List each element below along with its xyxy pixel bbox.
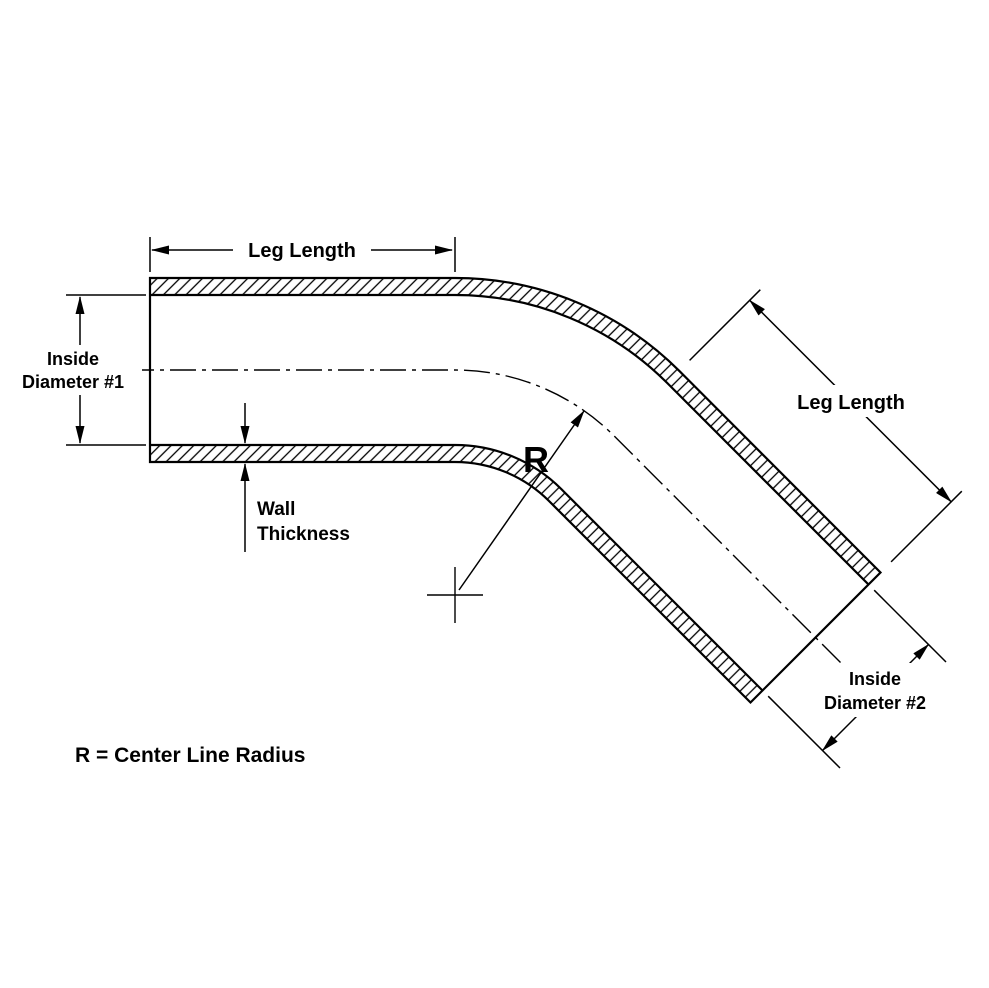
- tube-outline: [148, 276, 883, 705]
- callout-centerline-radius: R: [427, 410, 585, 623]
- legend-text: R = Center Line Radius: [75, 744, 305, 767]
- extension-line: [767, 695, 841, 769]
- tube-centerline: [128, 369, 848, 670]
- wall-thickness-label-line2: Thickness: [257, 524, 350, 545]
- label-mask: [6, 345, 142, 395]
- label-mask: [794, 663, 956, 717]
- wall-thickness-label-line1: Wall: [257, 499, 295, 520]
- extension-line: [890, 490, 963, 563]
- inside-diameter-1-label-line2: Diameter #1: [22, 372, 124, 392]
- dimension-leg-length-top: Leg Length: [149, 235, 456, 272]
- label-mask: [233, 235, 371, 265]
- leg-length-right-label: Leg Length: [797, 392, 905, 414]
- extension-line: [689, 289, 761, 361]
- inside-diameter-1-label-line1: Inside: [47, 349, 99, 369]
- dimension-inside-diameter-1: Inside Diameter #1: [6, 294, 146, 446]
- radius-leader-arrow: [458, 410, 585, 591]
- inside-diameter-2-label-line2: Diameter #2: [824, 693, 926, 713]
- label-mask: [786, 385, 916, 417]
- radius-symbol-label: R: [523, 439, 549, 480]
- dimension-inside-diameter-2: Inside Diameter #2: [767, 589, 956, 769]
- extension-line: [873, 589, 947, 663]
- inside-diameter-2-label-line1: Inside: [849, 669, 901, 689]
- callout-wall-thickness: Wall Thickness: [240, 403, 350, 552]
- dimension-leg-length-right: Leg Length: [689, 289, 963, 563]
- leg-length-top-label: Leg Length: [248, 240, 356, 262]
